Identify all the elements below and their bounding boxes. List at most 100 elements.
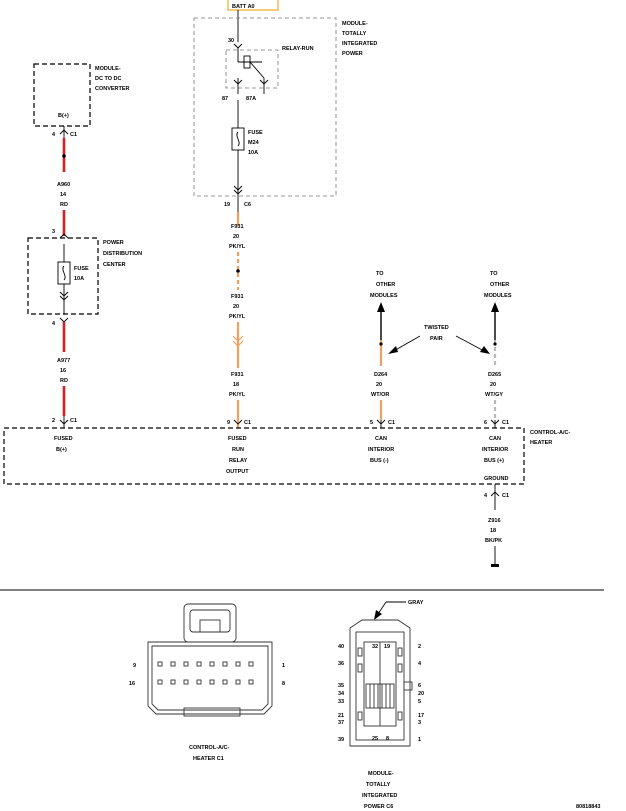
c6-right-num-1: 2	[418, 644, 421, 650]
z916-code: Z916	[488, 518, 501, 524]
hvac-pin5-num: 5	[370, 420, 373, 426]
hvac-pin6-label2: INTERIOR	[482, 447, 508, 453]
splice-dot-f931	[236, 269, 240, 273]
f931c-code: F931	[231, 372, 244, 378]
to-other-1-line1: TO	[376, 271, 384, 277]
to-other-2-line3: MODULES	[484, 293, 512, 299]
c6-right-num-5: 5	[418, 699, 421, 705]
batt-a0-label: BATT A0	[232, 4, 255, 10]
f931a-gauge: 20	[233, 234, 239, 240]
c6-left-num-3: 35	[338, 683, 344, 689]
z916-color: BK/PK	[485, 538, 502, 544]
c6-right-num-8: 1	[418, 737, 421, 743]
tipm-name-line1: MODULE-	[342, 21, 368, 27]
tipm-name-line4: POWER	[342, 51, 363, 57]
c1-pin-row-bottom	[157, 679, 254, 685]
d264-gauge: 20	[376, 382, 382, 388]
dcdc-pin-label: B(+)	[58, 113, 69, 119]
hvac-module-box: CONTROL-A/C- HEATER	[3, 427, 570, 485]
a960-gauge: 14	[60, 192, 67, 198]
splice-dot-d265	[493, 342, 497, 346]
pdc-name-line3: CENTER	[103, 262, 126, 268]
c1-pin-row-top	[157, 661, 254, 667]
splice-dot-a960	[62, 154, 66, 158]
c6-top-num-2: 19	[384, 644, 390, 650]
hvac-pin5-label1: CAN	[375, 436, 387, 442]
c6-left-num-7: 37	[338, 720, 344, 726]
f931b-code: F931	[231, 294, 244, 300]
pdc-name-line1: POWER	[103, 240, 124, 246]
c6-right-num-7: 3	[418, 720, 421, 726]
a960-color: RD	[60, 202, 68, 208]
c1-caption-line1: CONTROL-A/C-	[189, 745, 229, 751]
hvac-pin5-conn: C1	[388, 420, 395, 426]
hvac-ground-label: GROUND	[484, 476, 508, 482]
pdc-pin-top: 3	[52, 229, 55, 235]
twisted-pair-line1: TWISTED	[424, 325, 449, 331]
d264-color: WT/OR	[371, 392, 389, 398]
d265-gauge: 20	[490, 382, 496, 388]
pdc-fuse-label1: FUSE	[74, 266, 89, 272]
c6-caption-line3: INTEGRATED	[362, 793, 397, 799]
relay-pin-30: 30	[228, 38, 234, 44]
splice-dot-d264	[379, 342, 383, 346]
pdc-fuse-label2: 10A	[74, 276, 84, 282]
hvac-ground-pin: 4	[484, 493, 488, 499]
tipm-name-line2: TOTALLY	[342, 31, 367, 37]
tipm-conn-name: C6	[244, 202, 251, 208]
c1-caption-line2: HEATER C1	[193, 756, 224, 762]
connector-c1-drawing: 9 16 1 8 CONTROL-A/C- HEATER C1	[129, 603, 285, 762]
fuse-m24: FUSE M24 10A	[231, 127, 263, 156]
a977-code: A977	[57, 358, 70, 364]
f931c-gauge: 18	[233, 382, 239, 388]
to-other-1-line3: MODULES	[370, 293, 398, 299]
dcdc-name-line1: MODULE-	[95, 66, 121, 72]
hvac-pin2-label2: B(+)	[56, 447, 67, 453]
dcdc-pin-num: 4	[52, 132, 56, 138]
twisted-pair-line2: PAIR	[430, 336, 443, 342]
c6-caption-line1: MODULE-	[368, 771, 394, 777]
c6-left-num-2: 36	[338, 661, 344, 667]
d265-color: WT/GY	[485, 392, 503, 398]
a977-gauge: 16	[60, 368, 66, 374]
f931a-color: PK/YL	[229, 244, 246, 250]
hvac-pin9-label3: RELAY	[229, 458, 247, 464]
hvac-pin6-conn: C1	[502, 420, 509, 426]
hvac-pin2-num: 2	[52, 418, 55, 424]
hvac-pin6-label3: BUS (+)	[484, 458, 504, 464]
c1-left-top-num: 9	[133, 663, 136, 669]
d264-code: D264	[374, 372, 388, 378]
d265-code: D265	[488, 372, 501, 378]
dcdc-conn: C1	[70, 132, 77, 138]
hvac-pin9-num: 9	[227, 420, 230, 426]
a977-color: RD	[60, 378, 68, 384]
hvac-name-line2: HEATER	[530, 440, 552, 446]
batt-a0-terminal: BATT A0	[227, 0, 279, 11]
hvac-pin9-conn: C1	[244, 420, 251, 426]
c1-right-top-num: 1	[282, 663, 285, 669]
c6-caption-line2: TOTALLY	[366, 782, 391, 788]
f931c-color: PK/YL	[229, 392, 246, 398]
hvac-pin6-num: 6	[484, 420, 487, 426]
tipm-name-line3: INTEGRATED	[342, 41, 377, 47]
hvac-pin9-label4: OUTPUT	[226, 469, 249, 475]
c6-bot-num-2: 8	[386, 736, 389, 742]
hvac-pin2-conn: C1	[70, 418, 77, 424]
c6-gray-label: GRAY	[408, 600, 424, 606]
f931a-code: F931	[231, 224, 244, 230]
tipm-conn-pin: 19	[224, 202, 230, 208]
hvac-pin5-label2: INTERIOR	[368, 447, 394, 453]
c6-right-num-4: 20	[418, 691, 424, 697]
relay-pin-87: 87	[222, 96, 228, 102]
hvac-ground-conn: C1	[502, 493, 509, 499]
hvac-name-line1: CONTROL-A/C-	[530, 430, 570, 436]
relay-run-symbol: 30 RELAY-RUN 87 87A	[222, 36, 314, 102]
tipm-module-box: MODULE- TOTALLY INTEGRATED POWER	[193, 17, 377, 197]
dcdc-name-line2: DC TO DC	[95, 76, 122, 82]
f931b-color: PK/YL	[229, 314, 246, 320]
hvac-pin6-label1: CAN	[489, 436, 501, 442]
relay-pin-87a: 87A	[246, 96, 256, 102]
c6-left-num-8: 39	[338, 737, 344, 743]
c6-left-num-4: 34	[338, 691, 345, 697]
